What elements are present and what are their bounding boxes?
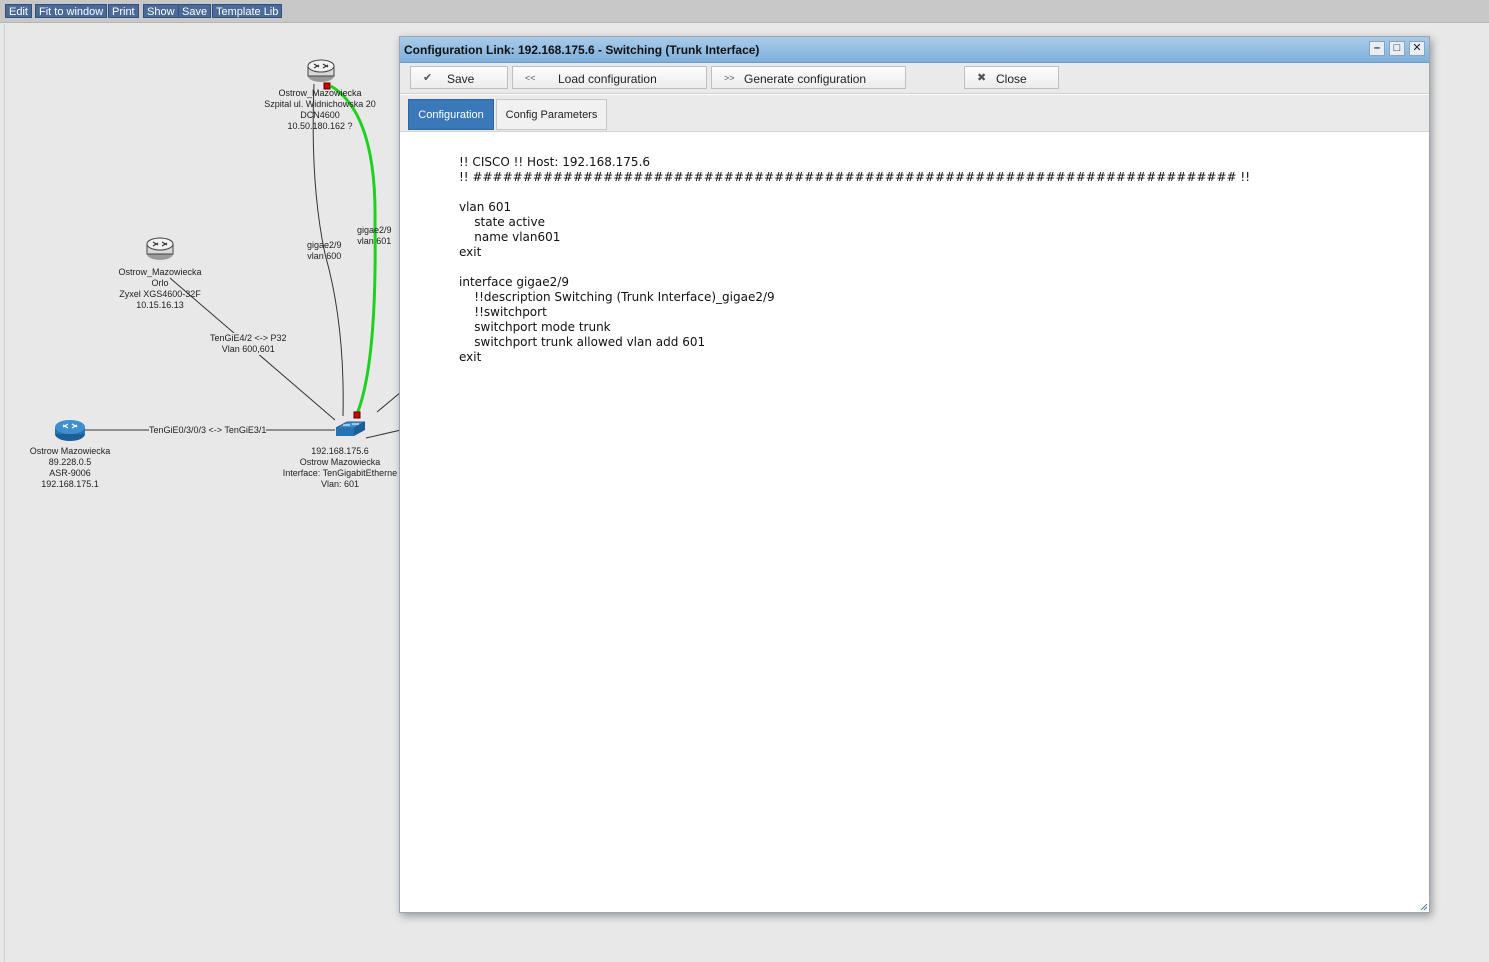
link-offscreen-2 bbox=[365, 429, 402, 439]
main-toolbar: Edit Fit to window Print Show Save Templ… bbox=[0, 0, 1489, 23]
link-label-router-core[interactable]: TenGiE0/3/0/3 <-> TenGiE3/1 bbox=[149, 425, 267, 436]
config-line: !! CISCO !! Host: 192.168.175.6 bbox=[459, 155, 651, 169]
node-label-asr9006: Ostrow Mazowiecka 89.228.0.5 ASR-9006 19… bbox=[20, 446, 120, 490]
link-label-zyxel-core[interactable]: TenGiE4/2 <-> P32 Vlan 600,601 bbox=[210, 333, 287, 355]
load-configuration-button[interactable]: << Load configuration bbox=[512, 66, 707, 89]
link-line: gigae2/9 bbox=[357, 225, 392, 235]
switch-icon[interactable] bbox=[306, 58, 336, 84]
link-vlan-601 bbox=[330, 84, 377, 415]
link-line: vlan 600 bbox=[307, 251, 342, 261]
config-line: interface gigae2/9 bbox=[459, 275, 569, 289]
print-button[interactable]: Print bbox=[108, 4, 139, 18]
dialog-action-bar: ✔ Save << Load configuration >> Generate… bbox=[400, 63, 1429, 94]
link-line: gigae2/9 bbox=[307, 240, 342, 250]
load-configuration-label: Load configuration bbox=[558, 72, 657, 86]
close-window-button[interactable]: ✕ bbox=[1409, 41, 1425, 56]
node-line: Ostrow Mazowiecka bbox=[299, 457, 381, 467]
dialog-title: Configuration Link: 192.168.175.6 - Swit… bbox=[404, 43, 760, 57]
node-line: 192.168.175.6 bbox=[311, 446, 369, 456]
rewind-icon: << bbox=[525, 73, 536, 83]
node-line: Ostrow_Mazowiecka bbox=[278, 88, 362, 98]
link-line: Vlan 600,601 bbox=[221, 344, 275, 354]
node-line: Interface: TenGigabitEtherne bbox=[282, 468, 398, 478]
node-line: Orlo bbox=[151, 278, 169, 288]
link-endpoint-marker bbox=[323, 82, 331, 90]
link-line: vlan 601 bbox=[357, 236, 392, 246]
forward-icon: >> bbox=[724, 73, 735, 83]
config-line: !!switchport bbox=[459, 305, 547, 319]
configuration-panel[interactable]: !! CISCO !! Host: 192.168.175.6!! ######… bbox=[400, 132, 1429, 912]
config-line: name vlan601 bbox=[459, 230, 561, 244]
config-line: switchport mode trunk bbox=[459, 320, 611, 334]
configuration-text[interactable]: !! CISCO !! Host: 192.168.175.6!! ######… bbox=[459, 155, 1250, 365]
show-button[interactable]: Show bbox=[143, 4, 179, 18]
config-line bbox=[459, 185, 1250, 200]
node-line: Szpital ul. Widnichowska 20 bbox=[264, 99, 376, 109]
close-button-label: Close bbox=[996, 72, 1027, 86]
config-line: !! #####################################… bbox=[459, 170, 1251, 184]
config-line: exit bbox=[459, 245, 482, 259]
link-endpoint-marker bbox=[353, 411, 361, 419]
l3-switch-icon[interactable] bbox=[333, 419, 367, 439]
node-line: Zyxel XGS4600-32F bbox=[119, 289, 201, 299]
config-line: vlan 601 bbox=[459, 200, 512, 214]
config-line: state active bbox=[459, 215, 545, 229]
topology-links-layer bbox=[85, 82, 402, 439]
tab-config-parameters[interactable]: Config Parameters bbox=[496, 99, 607, 130]
router-icon[interactable] bbox=[54, 418, 86, 442]
link-vlan-600 bbox=[312, 83, 344, 417]
maximize-button[interactable]: □ bbox=[1389, 41, 1405, 56]
node-label-zyxel: Ostrow_Mazowiecka Orlo Zyxel XGS4600-32F… bbox=[105, 267, 215, 311]
config-line bbox=[459, 260, 1250, 275]
link-line: TenGiE4/2 <-> P32 bbox=[210, 333, 287, 343]
node-line: DCN4600 bbox=[300, 110, 340, 120]
config-line: switchport trunk allowed vlan add 601 bbox=[459, 335, 706, 349]
close-button[interactable]: ✖ Close bbox=[964, 66, 1059, 89]
save-button-label: Save bbox=[447, 72, 475, 86]
node-line: Ostrow Mazowiecka bbox=[29, 446, 111, 456]
fit-to-window-button[interactable]: Fit to window bbox=[35, 4, 108, 18]
node-line: 10.15.16.13 bbox=[136, 300, 184, 310]
save-toolbar-button[interactable]: Save bbox=[178, 4, 212, 18]
link-label-vlan-601[interactable]: gigae2/9 vlan 601 bbox=[357, 225, 392, 247]
save-button[interactable]: ✔ Save bbox=[410, 66, 508, 89]
config-line: exit bbox=[459, 350, 482, 364]
node-line: 89.228.0.5 bbox=[48, 457, 92, 467]
link-line: TenGiE0/3/0/3 <-> TenGiE3/1 bbox=[149, 425, 267, 435]
dialog-titlebar[interactable]: Configuration Link: 192.168.175.6 - Swit… bbox=[400, 37, 1429, 63]
link-offscreen-1 bbox=[376, 391, 402, 413]
template-lib-button[interactable]: Template Lib bbox=[212, 4, 283, 18]
link-label-vlan-600[interactable]: gigae2/9 vlan 600 bbox=[307, 240, 342, 262]
node-line: Vlan: 601 bbox=[320, 479, 360, 489]
edit-button[interactable]: Edit bbox=[5, 4, 32, 18]
generate-configuration-button[interactable]: >> Generate configuration bbox=[711, 66, 906, 89]
node-label-core-switch: 192.168.175.6 Ostrow Mazowiecka Interfac… bbox=[281, 446, 399, 490]
config-line: !!description Switching (Trunk Interface… bbox=[459, 290, 775, 304]
node-label-dcn4600: Ostrow_Mazowiecka Szpital ul. Widnichows… bbox=[256, 88, 384, 132]
topology-canvas[interactable]: Ostrow_Mazowiecka Szpital ul. Widnichows… bbox=[4, 24, 1489, 962]
generate-configuration-label: Generate configuration bbox=[744, 72, 867, 86]
node-line: 192.168.175.1 bbox=[41, 479, 99, 489]
tab-configuration[interactable]: Configuration bbox=[408, 99, 494, 130]
node-line: 10.50.180.162 ? bbox=[287, 121, 353, 131]
configuration-link-dialog: Configuration Link: 192.168.175.6 - Swit… bbox=[399, 36, 1430, 913]
minimize-button[interactable]: – bbox=[1369, 41, 1385, 56]
node-line: Ostrow_Mazowiecka bbox=[118, 267, 202, 277]
close-icon: ✖ bbox=[977, 72, 987, 84]
switch-icon[interactable] bbox=[145, 236, 175, 262]
node-line: ASR-9006 bbox=[49, 468, 91, 478]
check-icon: ✔ bbox=[423, 72, 433, 84]
resize-grip-icon[interactable] bbox=[1420, 903, 1428, 911]
dialog-tabs: Configuration Config Parameters bbox=[400, 95, 1429, 132]
